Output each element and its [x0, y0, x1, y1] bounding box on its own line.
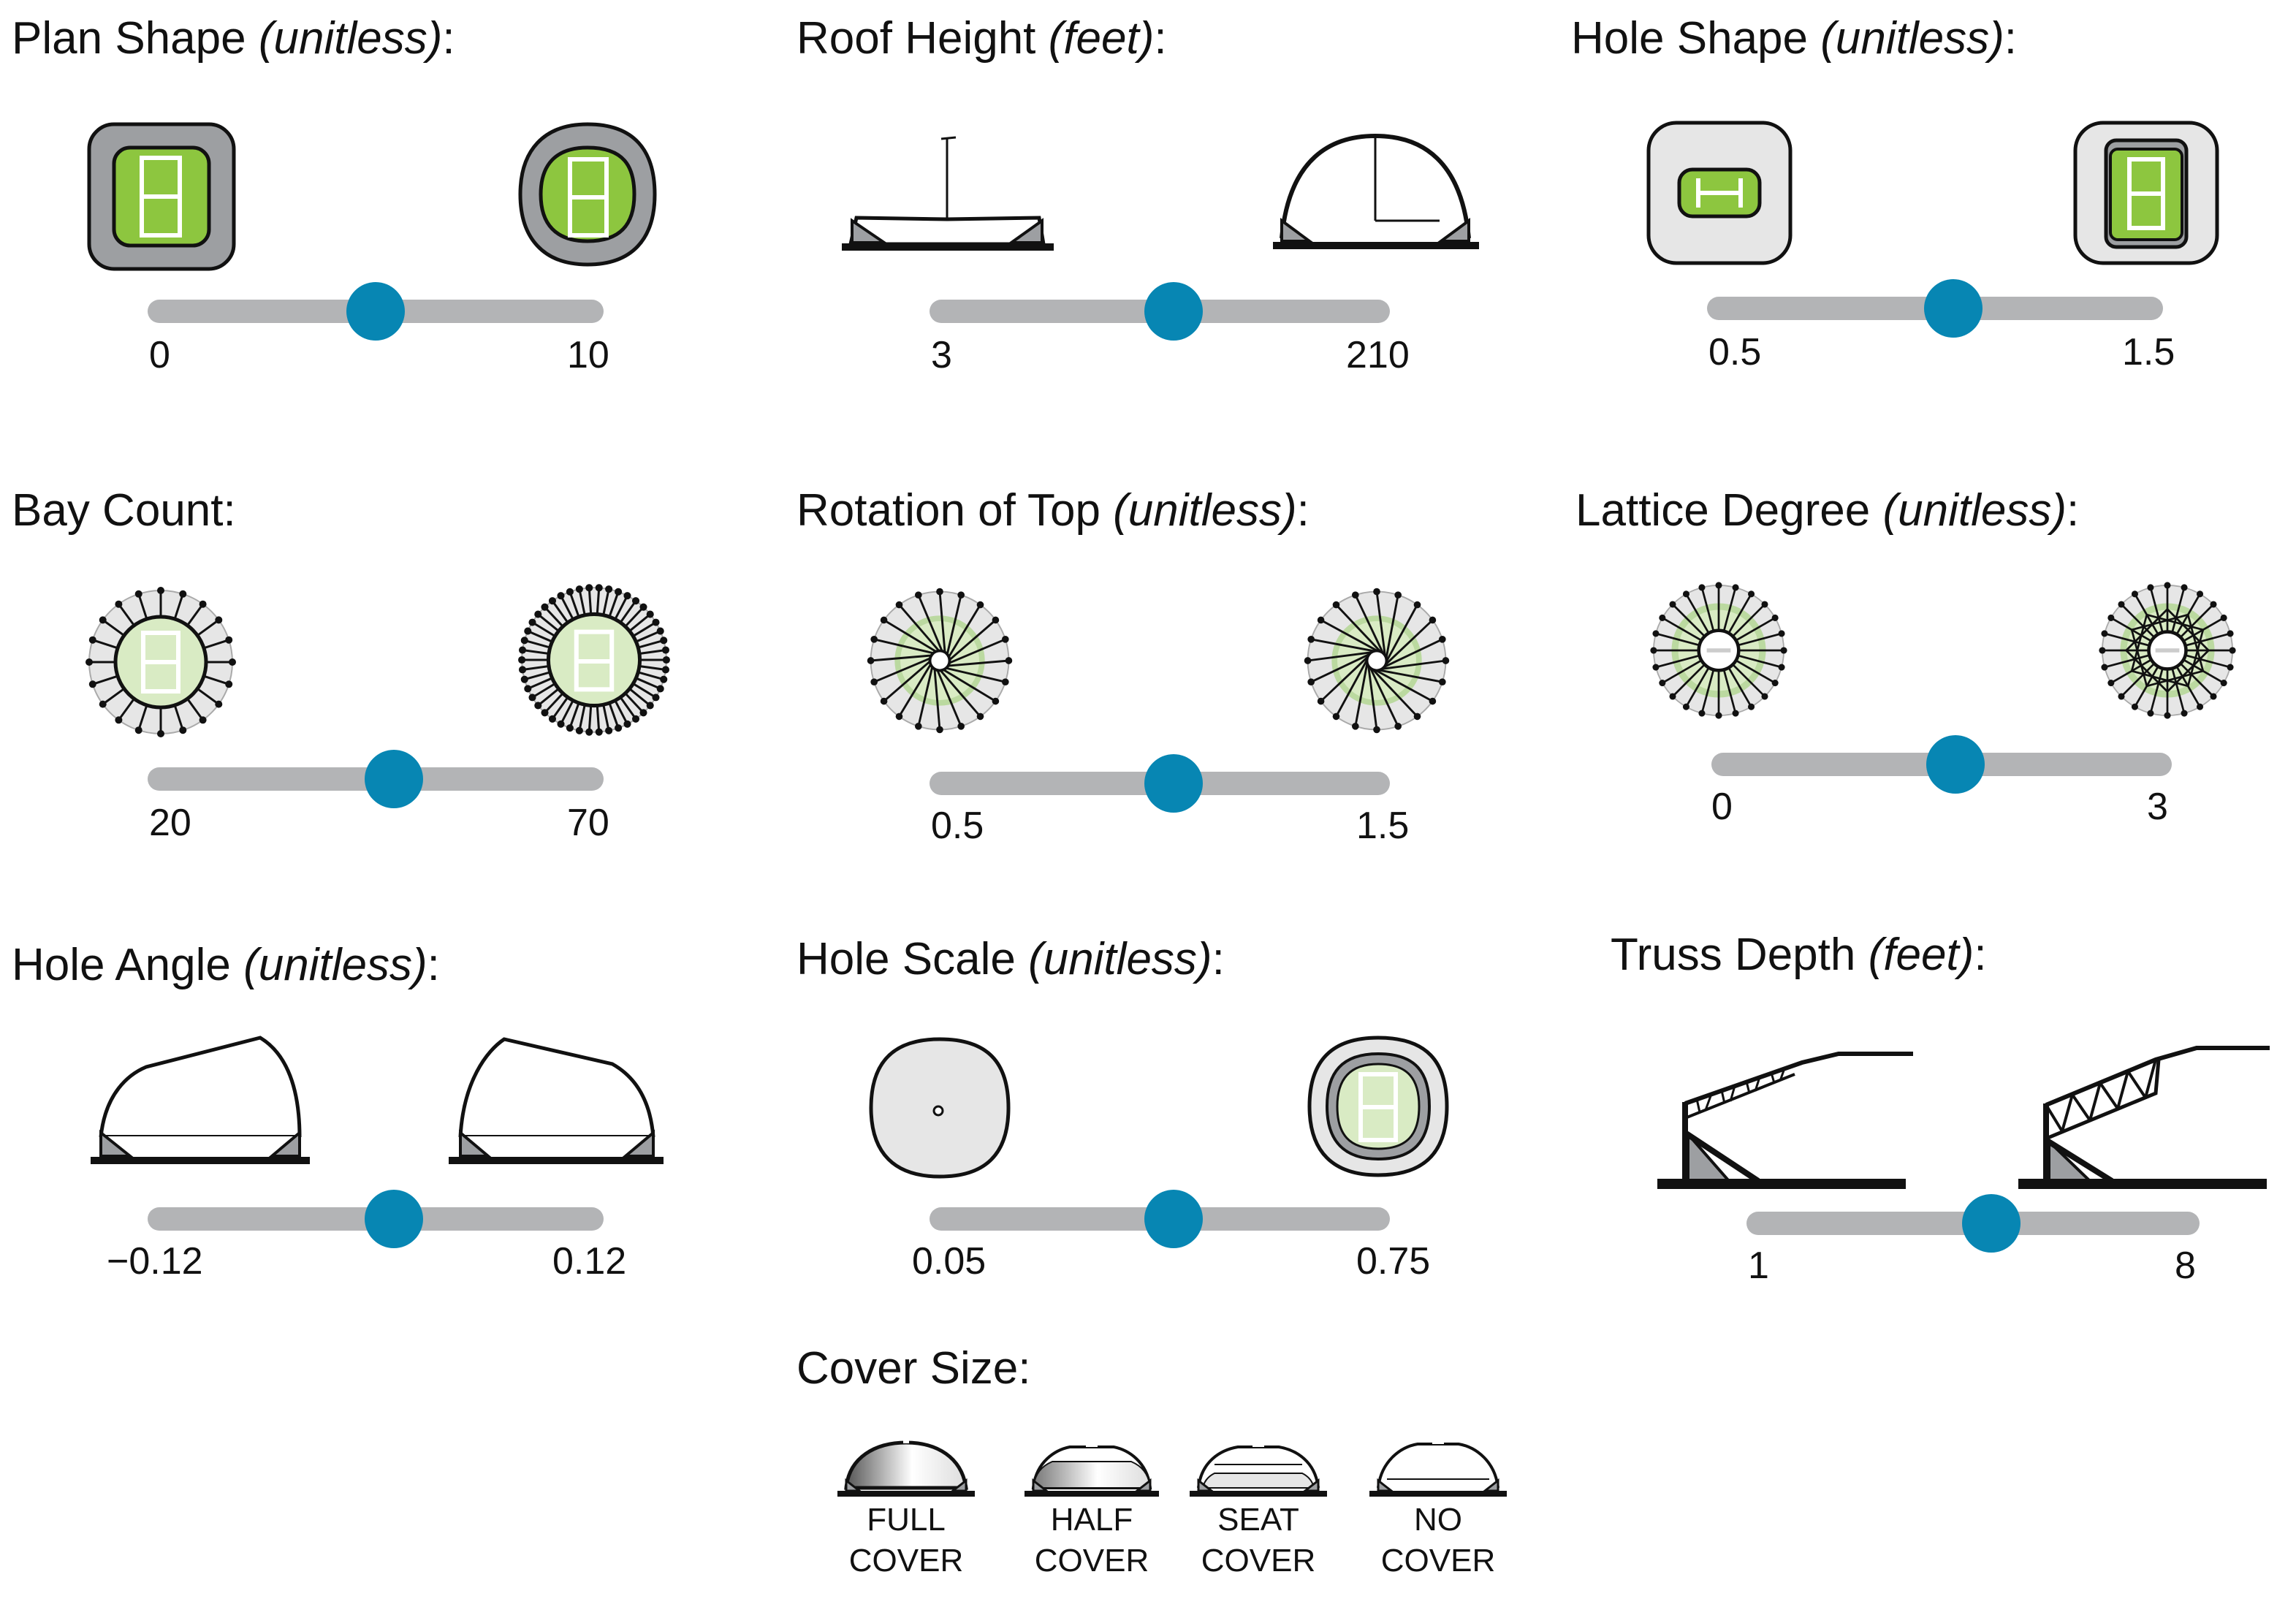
slider-min-label: 0.5: [931, 805, 984, 847]
slider-thumb[interactable]: [1144, 754, 1203, 813]
param-title: Lattice Degree (unitless):: [1575, 485, 2080, 536]
param-title: Hole Scale (unitless):: [797, 934, 1225, 984]
hole-scale-slider[interactable]: [930, 1190, 1390, 1248]
param-title: Plan Shape (unitless):: [12, 13, 455, 64]
slider-max-label: 3: [2147, 786, 2168, 828]
bay-count-slider[interactable]: [148, 750, 604, 808]
slider-min-label: 3: [931, 334, 952, 376]
slider-thumb[interactable]: [1926, 735, 1985, 794]
lattice-degree-slider[interactable]: [1711, 735, 2172, 794]
slider-thumb[interactable]: [364, 1190, 423, 1248]
param-title: Hole Angle (unitless):: [12, 940, 440, 990]
hole-scale-low-icon: [869, 1037, 1011, 1179]
slider-max-label: 210: [1346, 334, 1410, 376]
param-title: Bay Count:: [12, 485, 236, 536]
deep-truss-icon: [2018, 1046, 2270, 1189]
lattice-high-icon: [2099, 582, 2236, 719]
slider-thumb[interactable]: [364, 750, 423, 808]
slider-min-label: 0: [149, 334, 170, 376]
cover-size-title: Cover Size:: [797, 1343, 1031, 1394]
roof-height-slider[interactable]: [930, 282, 1390, 341]
hole-angle-low-icon: [91, 1036, 310, 1164]
bay-count-high-icon: [518, 584, 670, 736]
square-hole-icon: [1646, 121, 1793, 265]
slider-max-label: 8: [2175, 1245, 2196, 1287]
slider-thumb[interactable]: [1144, 282, 1203, 341]
param-title: Truss Depth (feet):: [1611, 930, 1987, 980]
slider-min-label: 20: [149, 802, 191, 844]
shallow-truss-icon: [1657, 1052, 1913, 1189]
slider-min-label: 0.5: [1708, 331, 1762, 373]
plan-shape-slider[interactable]: [148, 282, 604, 341]
slider-min-label: 0: [1711, 786, 1733, 828]
bay-count-low-icon: [85, 587, 236, 737]
slider-thumb[interactable]: [1961, 1194, 2021, 1253]
half-cover-icon: [1025, 1441, 1159, 1497]
truss-depth-slider[interactable]: [1746, 1194, 2200, 1253]
domed-roof-section-icon: [1273, 133, 1479, 249]
slider-max-label: 0.75: [1356, 1240, 1431, 1283]
rotation-low-icon: [867, 588, 1013, 734]
rotation-top-slider[interactable]: [930, 754, 1390, 813]
param-title: Roof Height (feet):: [797, 13, 1167, 64]
no-cover-icon: [1369, 1438, 1507, 1497]
slider-thumb[interactable]: [1923, 279, 1983, 338]
param-title: Hole Shape (unitless):: [1571, 13, 2017, 64]
slider-max-label: 70: [567, 802, 609, 844]
hole-angle-slider[interactable]: [148, 1190, 604, 1248]
slider-max-label: 1.5: [1356, 805, 1410, 847]
slider-thumb[interactable]: [346, 282, 405, 341]
slider-thumb[interactable]: [1144, 1190, 1203, 1248]
slider-min-label: 1: [1748, 1245, 1769, 1287]
seat-cover-icon: [1190, 1441, 1327, 1497]
hole-shape-slider[interactable]: [1707, 279, 2163, 338]
slider-min-label: 0.05: [912, 1240, 987, 1283]
hole-scale-high-icon: [1307, 1036, 1449, 1177]
param-title: Rotation of Top (unitless):: [797, 485, 1309, 536]
slider-max-label: 10: [567, 334, 609, 376]
rotation-high-icon: [1304, 588, 1450, 734]
round-plan-icon: [518, 122, 657, 267]
full-cover-icon: [837, 1439, 975, 1497]
hole-angle-high-icon: [449, 1037, 664, 1164]
tall-hole-icon: [2073, 121, 2219, 265]
slider-max-label: 1.5: [2122, 331, 2175, 373]
flat-roof-section-icon: [842, 136, 1054, 251]
slider-min-label: −0.12: [107, 1240, 203, 1283]
lattice-low-icon: [1650, 582, 1787, 719]
square-plan-icon: [87, 122, 236, 271]
slider-max-label: 0.12: [552, 1240, 627, 1283]
